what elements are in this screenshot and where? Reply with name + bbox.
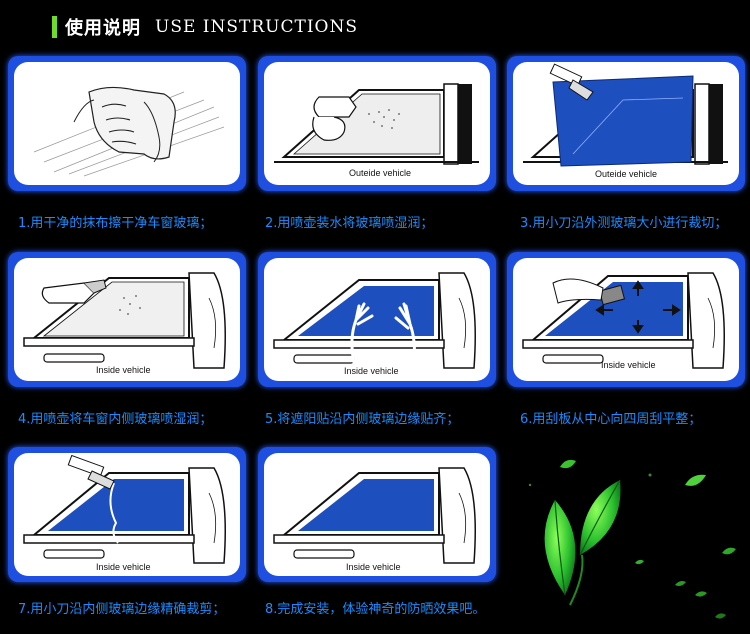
step-3-panel: Outeide vehicle [507,56,745,191]
finished-illustration: Inside vehicle [264,453,490,576]
step-5-caption: 5.将遮阳贴沿内侧玻璃边缘贴齐； [265,408,459,427]
step-2-caption: 2.用喷壶装水将玻璃喷湿润； [265,212,433,231]
step-2-panel: Outeide vehicle [258,56,496,191]
leaf-icon [635,560,644,564]
step-8-label: Inside vehicle [346,562,401,572]
step-8-caption: 8.完成安装，体验神奇的防晒效果吧。 [265,598,485,617]
step-4-caption: 4.用喷壶将车窗内侧玻璃喷湿润； [18,408,212,427]
trim-inside-illustration: Inside vehicle [14,453,240,576]
step-7-caption: 7.用小刀沿内侧玻璃边缘精确裁剪； [18,598,225,617]
wipe-glass-illustration [14,62,240,185]
title-cn: 使用说明 [65,14,141,40]
squeegee-illustration: Inside vehicle [513,258,739,381]
step-5-panel: Inside vehicle [258,252,496,387]
cut-outside-illustration: Outeide vehicle [513,62,739,185]
step-7-label: Inside vehicle [96,562,151,572]
step-7-panel: Inside vehicle [8,447,246,582]
leaf-icon [715,613,726,618]
step-1-panel [8,56,246,191]
title-en: USE INSTRUCTIONS [155,17,358,37]
step-6-caption: 6.用刮板从中心向四周刮平整； [520,408,701,427]
step-3-caption: 3.用小刀沿外测玻璃大小进行裁切； [520,212,727,231]
leaf-icon [545,500,576,595]
leaf-icon [695,591,707,596]
leaf-icon [685,475,706,486]
step-1-caption: 1.用干净的抹布擦干净车窗玻璃； [18,212,212,231]
step-8-panel: Inside vehicle [258,447,496,582]
spray-outside-illustration: Outeide vehicle [264,62,490,185]
step-6-panel: Inside vehicle [507,252,745,387]
step-3-label: Outeide vehicle [595,169,657,179]
leaf-icon [675,581,686,586]
accent-bar [52,16,57,38]
step-4-label: Inside vehicle [96,365,151,375]
green-leaves-decoration [510,445,740,630]
spray-inside-illustration: Inside vehicle [14,258,240,381]
step-2-label: Outeide vehicle [349,168,411,178]
step-4-panel: Inside vehicle [8,252,246,387]
leaf-icon [560,460,576,468]
step-6-label: Inside vehicle [601,360,656,370]
leaf-icon [722,548,736,555]
step-5-label: Inside vehicle [344,366,399,376]
place-film-illustration: Inside vehicle [264,258,490,381]
page-header: 使用说明 USE INSTRUCTIONS [52,14,358,40]
